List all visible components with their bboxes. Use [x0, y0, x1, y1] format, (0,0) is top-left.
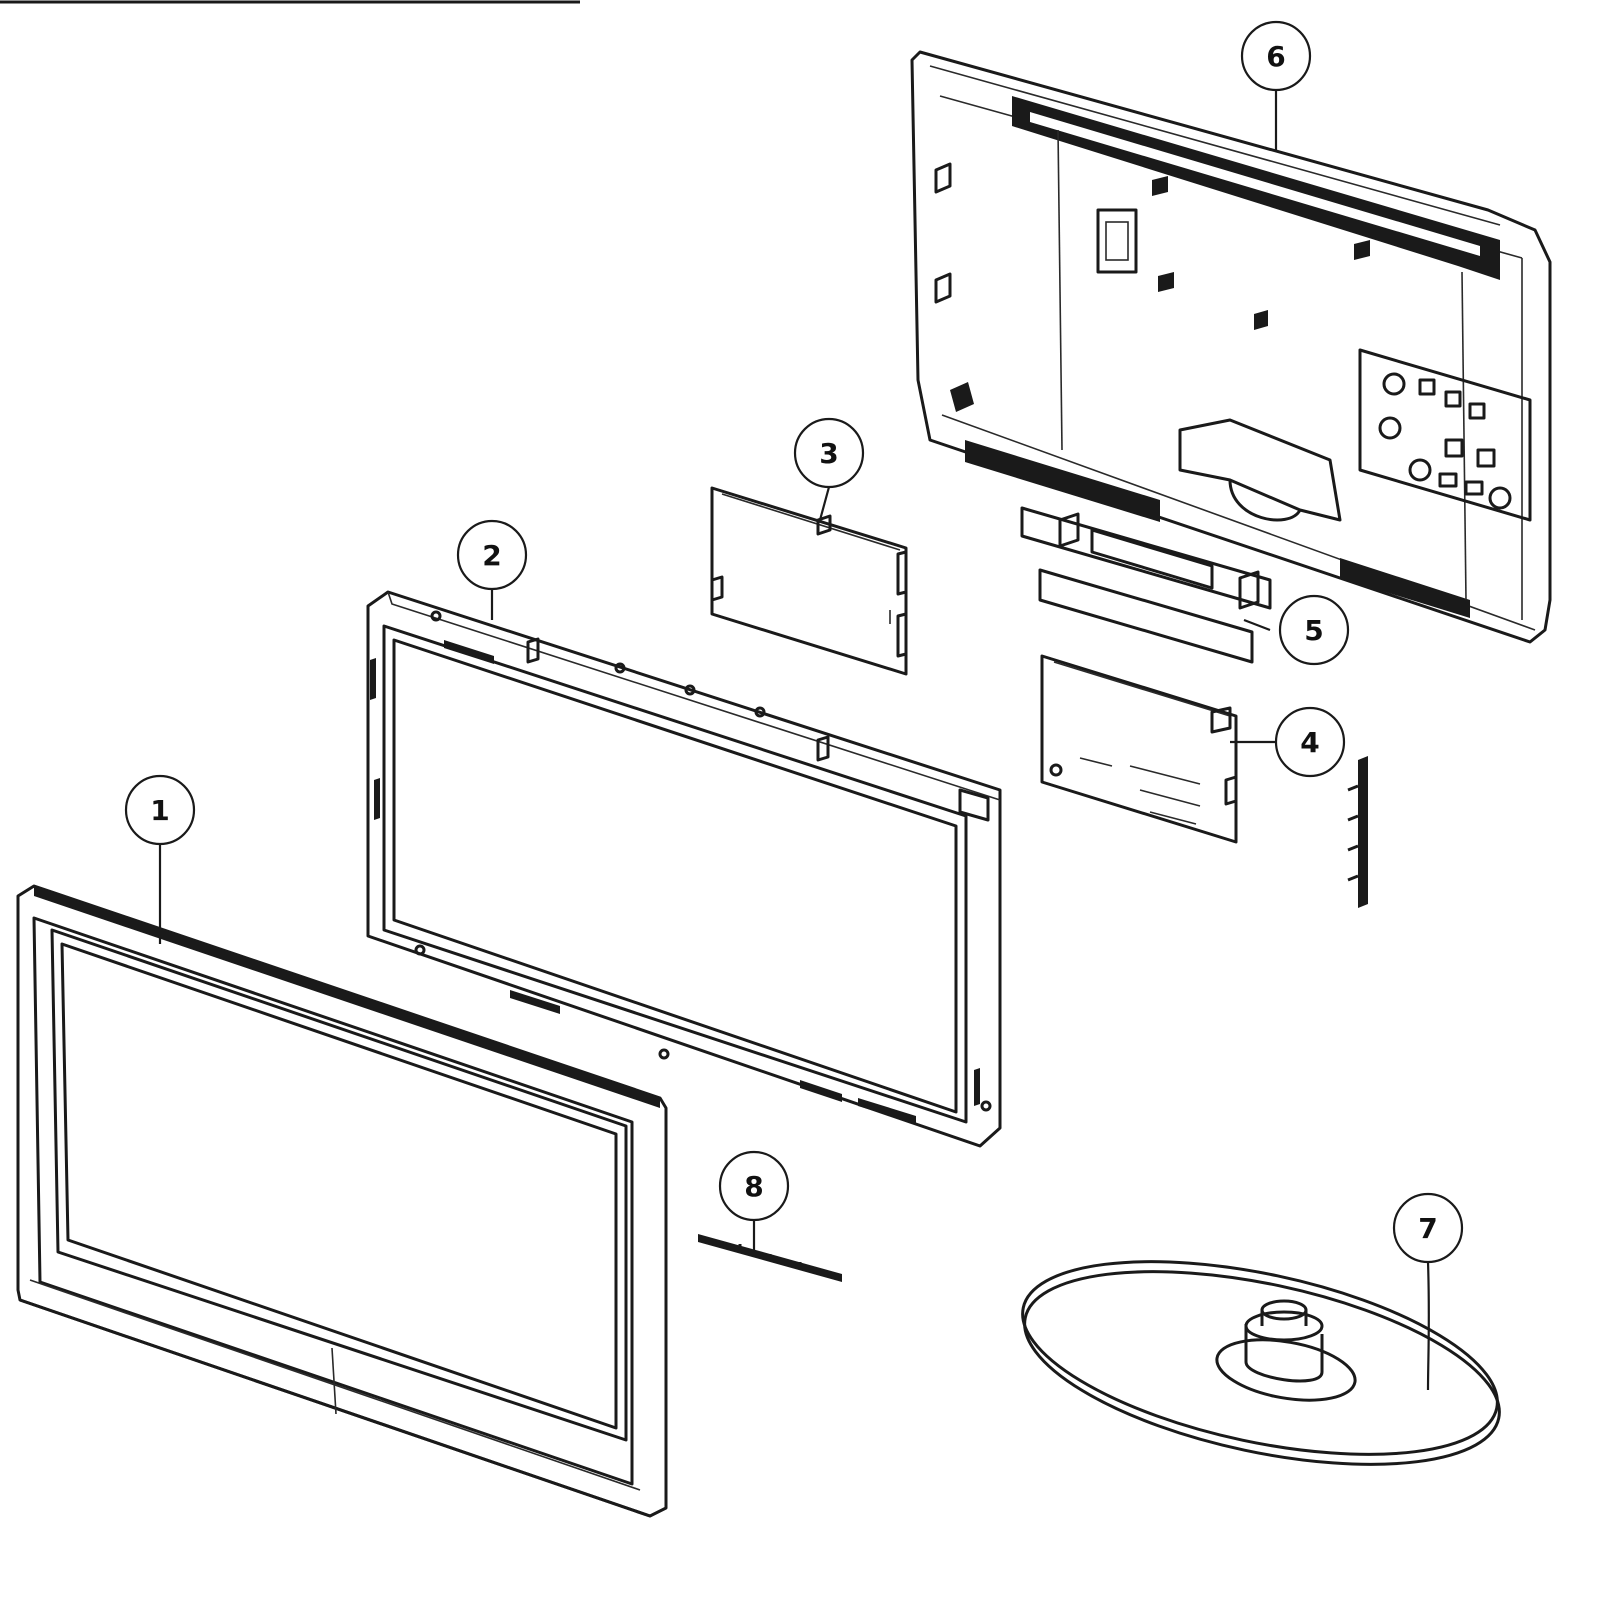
part-8-strip [698, 1234, 842, 1282]
callout-7-label: 7 [1418, 1212, 1437, 1245]
callout-4-label: 4 [1300, 726, 1319, 759]
callout-5: 5 [1278, 594, 1350, 666]
part-3-circuit-board [710, 486, 908, 676]
callout-5-label: 5 [1304, 614, 1323, 647]
part-1-front-bezel [16, 884, 668, 1518]
callout-7: 7 [1392, 1192, 1464, 1264]
callout-1: 1 [124, 774, 196, 846]
part-6-rear-cabinet [910, 50, 1552, 644]
callout-3-label: 3 [819, 437, 838, 470]
callout-8-label: 8 [744, 1170, 763, 1203]
callout-6-label: 6 [1266, 40, 1285, 73]
callout-8: 8 [718, 1150, 790, 1222]
callout-4: 4 [1274, 706, 1346, 778]
side-keypad-strip [1347, 756, 1368, 908]
part-2-lcd-panel [366, 590, 1002, 1148]
part-5-bracket [1020, 506, 1272, 664]
callout-6: 6 [1240, 20, 1312, 92]
part-4-circuit-board [1040, 654, 1238, 844]
leader-lines [158, 90, 1430, 1391]
callout-2-label: 2 [482, 539, 501, 572]
callout-1-label: 1 [150, 794, 169, 827]
part-7-stand-base [1021, 1260, 1501, 1466]
callout-3: 3 [793, 417, 865, 489]
callout-2: 2 [456, 519, 528, 591]
